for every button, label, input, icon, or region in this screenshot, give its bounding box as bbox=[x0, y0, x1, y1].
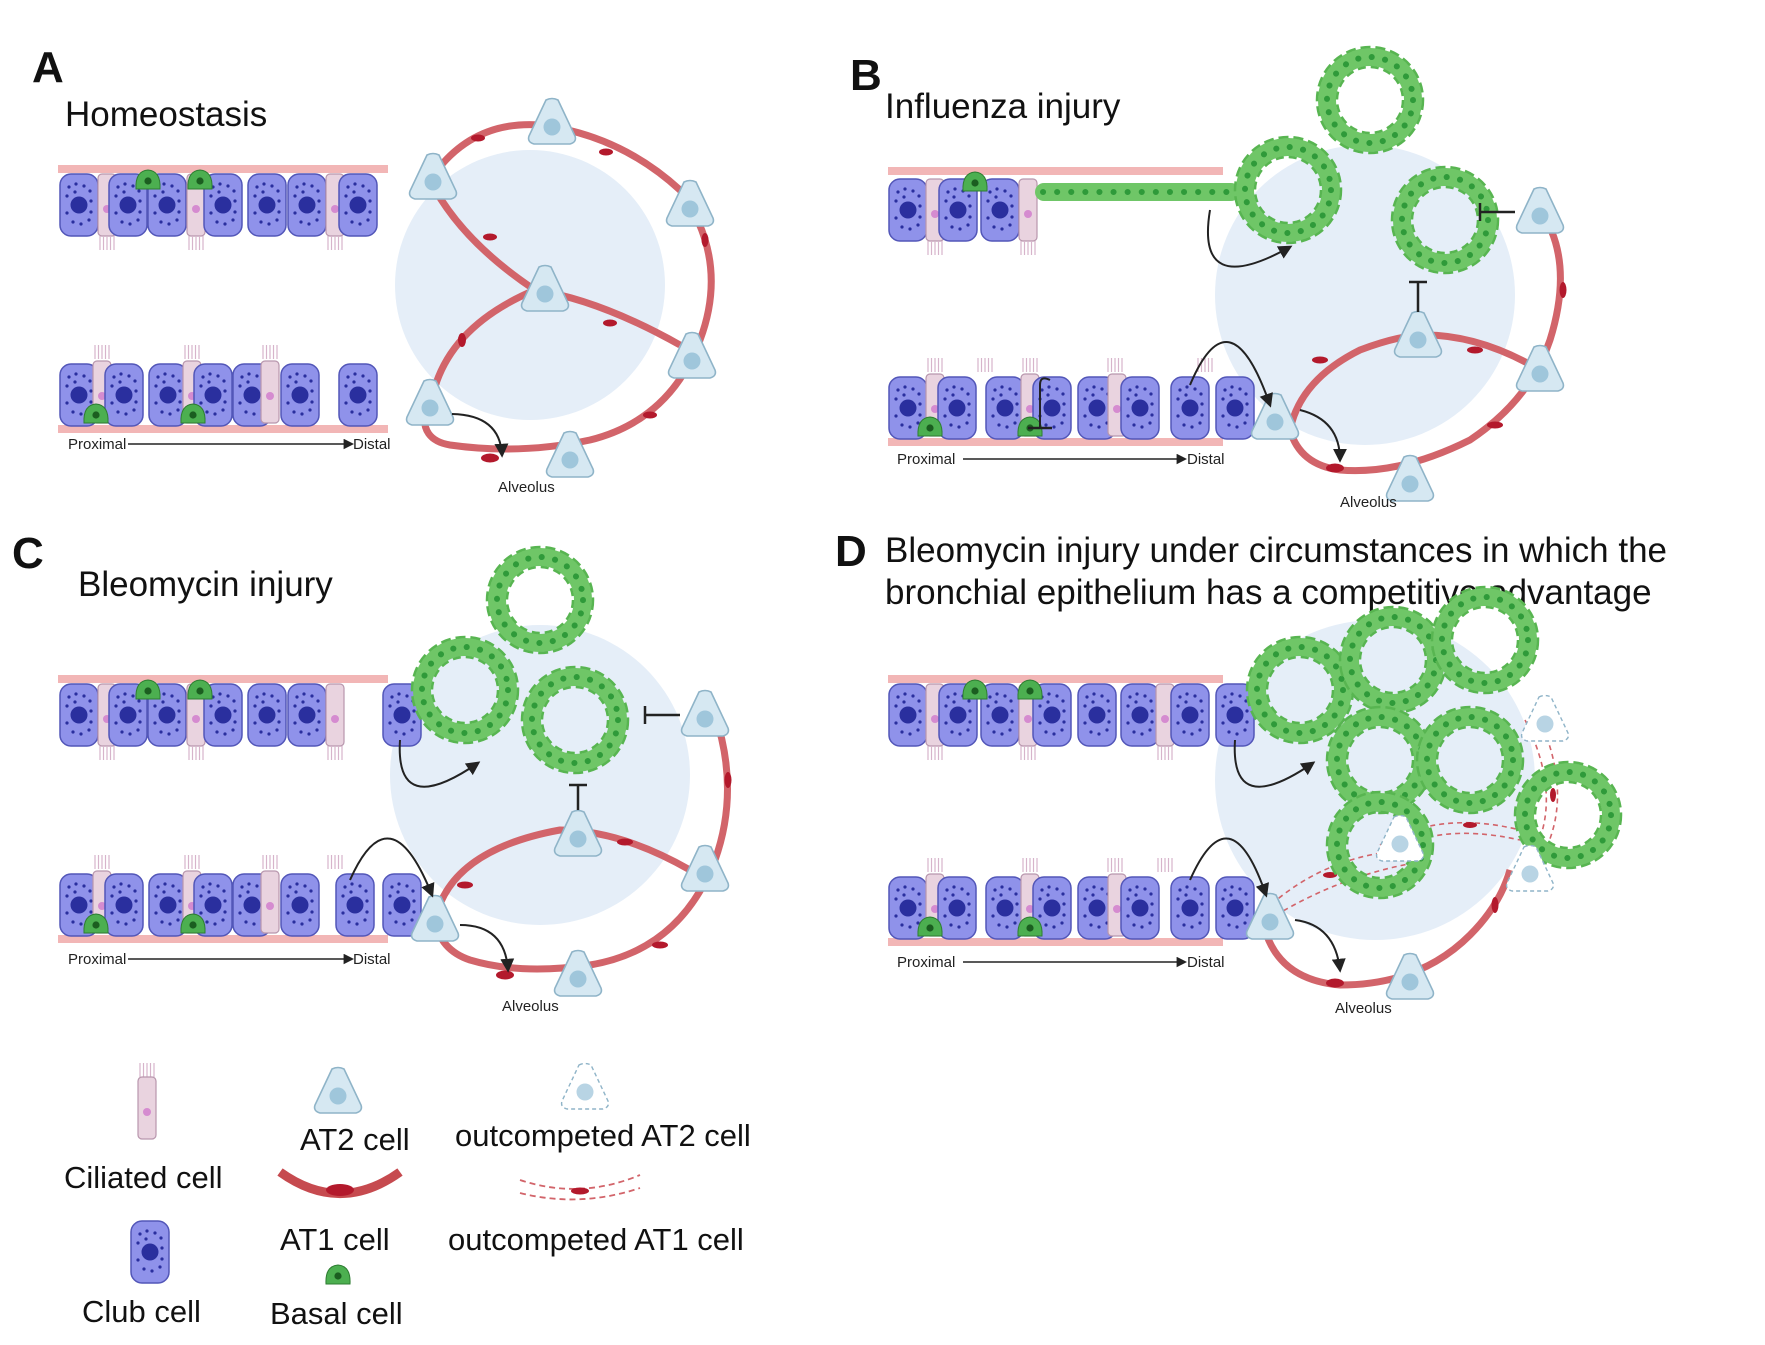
legend-outcompeted-at1-label: outcompeted AT1 cell bbox=[448, 1222, 744, 1257]
distal-label: Distal bbox=[353, 951, 391, 968]
panel-a: A Homeostasis bbox=[32, 43, 717, 496]
alveolus-label: Alveolus bbox=[498, 479, 555, 496]
lower-airway-epithelium bbox=[888, 857, 1255, 946]
legend-basal: Basal cell bbox=[270, 1264, 403, 1331]
legend-outcompeted-at1: outcompeted AT1 cell bbox=[448, 1174, 744, 1257]
distal-label: Distal bbox=[353, 436, 391, 453]
legend-at1-label: AT1 cell bbox=[280, 1222, 390, 1257]
lower-airway-epithelium bbox=[58, 854, 422, 943]
proximal-label: Proximal bbox=[897, 954, 955, 971]
panel-d: D Bleomycin injury under circumstances i… bbox=[835, 527, 1667, 1017]
distal-label: Distal bbox=[1187, 954, 1225, 971]
migrating-green-cells bbox=[1035, 183, 1240, 201]
upper-airway-epithelium bbox=[888, 167, 1240, 256]
proximal-label: Proximal bbox=[68, 951, 126, 968]
alveolus-label: Alveolus bbox=[1335, 1000, 1392, 1017]
alveolus-label: Alveolus bbox=[502, 998, 559, 1015]
panel-b-title: Influenza injury bbox=[885, 87, 1121, 126]
outcompeted-at1-nuclei bbox=[1323, 788, 1556, 878]
alveolus-label: Alveolus bbox=[1340, 494, 1397, 511]
upper-airway-epithelium bbox=[888, 675, 1255, 761]
legend-ciliated-label: Ciliated cell bbox=[64, 1160, 223, 1195]
panel-a-letter: A bbox=[32, 43, 64, 92]
panel-b: B Influenza injury bbox=[850, 47, 1567, 511]
panel-b-letter: B bbox=[850, 51, 882, 100]
legend-outcompeted-at2: outcompeted AT2 cell bbox=[455, 1062, 751, 1153]
at1-nuclei bbox=[1312, 282, 1567, 473]
inhibition-arrows bbox=[569, 706, 680, 810]
lower-airway-epithelium bbox=[888, 357, 1255, 446]
legend-at1: AT1 cell bbox=[277, 1168, 403, 1257]
differentiation-arrow bbox=[451, 413, 509, 458]
panel-d-title-line2: bronchial epithelium has a competitive a… bbox=[885, 573, 1652, 612]
proximal-label: Proximal bbox=[68, 436, 126, 453]
panel-c-letter: C bbox=[12, 529, 44, 578]
legend-basal-label: Basal cell bbox=[270, 1296, 403, 1331]
upper-airway-epithelium bbox=[58, 675, 422, 761]
alveolus-space bbox=[1215, 145, 1515, 445]
legend-ciliated: Ciliated cell bbox=[64, 1062, 223, 1195]
proximal-label: Proximal bbox=[897, 451, 955, 468]
legend-at2: AT2 cell bbox=[300, 1066, 410, 1157]
legend-club-label: Club cell bbox=[82, 1294, 201, 1329]
alveolus-space bbox=[1215, 620, 1535, 940]
at1-cells bbox=[431, 713, 731, 973]
panel-a-title: Homeostasis bbox=[65, 95, 267, 134]
panel-d-letter: D bbox=[835, 527, 867, 576]
panel-c: C Bleomycin injury bbox=[12, 529, 732, 1015]
distal-label: Distal bbox=[1187, 451, 1225, 468]
panel-d-title-line1: Bleomycin injury under circumstances in … bbox=[885, 531, 1667, 570]
legend: Ciliated cell Club cell AT2 cell AT1 cel… bbox=[64, 1062, 751, 1331]
upper-airway-epithelium bbox=[58, 165, 388, 251]
legend-club: Club cell bbox=[82, 1220, 201, 1329]
at1-nuclei bbox=[457, 772, 732, 980]
lower-airway-epithelium bbox=[58, 344, 388, 433]
at1-nuclei bbox=[1326, 897, 1499, 988]
inhibition-arrows bbox=[1409, 203, 1515, 312]
legend-outcompeted-at2-label: outcompeted AT2 cell bbox=[455, 1118, 751, 1153]
legend-at2-label: AT2 cell bbox=[300, 1122, 410, 1157]
panel-c-title: Bleomycin injury bbox=[78, 565, 333, 604]
